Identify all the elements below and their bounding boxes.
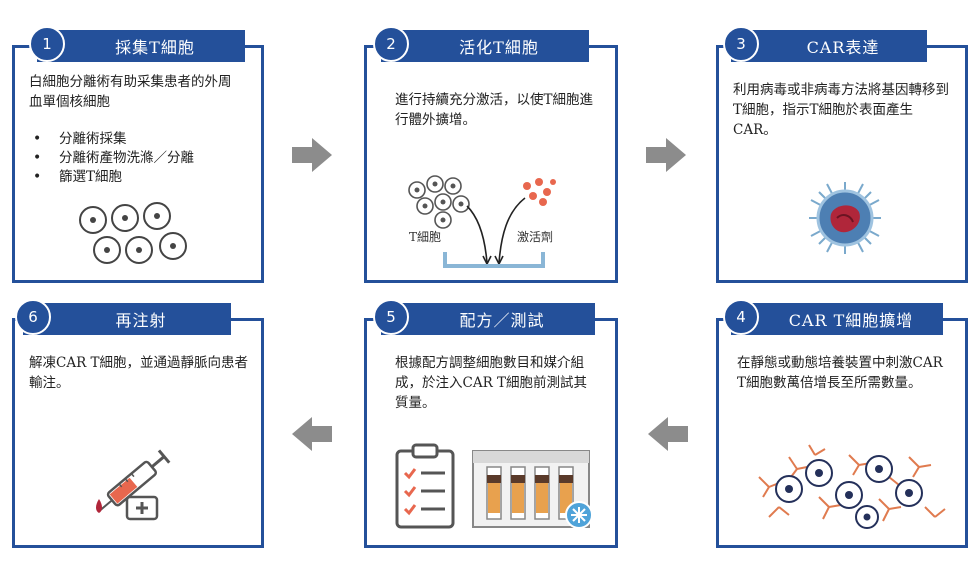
arrow-left-icon <box>292 417 332 451</box>
step-title-5: 配方／測試 <box>459 311 545 330</box>
step-number-5: 5 <box>373 299 409 335</box>
step-desc-5: 根據配方調整細胞數目和媒介組成，於注入CAR T細胞前測試其質量。 <box>395 355 588 411</box>
clipboard-checklist-icon <box>395 443 455 529</box>
syringe-infusion-icon <box>96 449 171 521</box>
step-number-6: 6 <box>15 299 51 335</box>
bullet-item: 篩選T細胞 <box>29 168 249 187</box>
activator-label: 激活劑 <box>517 230 554 244</box>
vial-rack-icon <box>472 450 593 529</box>
step-header-2: 2 活化T細胞 <box>373 26 589 62</box>
step-number-4: 4 <box>723 299 759 335</box>
step-desc-3: 利用病毒或非病毒方法將基因轉移到T細胞，指示T細胞於表面產生CAR。 <box>733 82 949 138</box>
activation-illustration <box>408 175 556 268</box>
step-header-1: 1 採集T細胞 <box>29 26 245 62</box>
arrow-right-icon <box>292 138 332 172</box>
step-header-4: 4 CAR T細胞擴增 <box>723 299 943 335</box>
step-card-3: 3 CAR表達 利用病毒或非病毒方法將基因轉移到T細胞，指示T細胞於表面產生CA… <box>716 26 968 283</box>
arrow-left-icon <box>648 417 688 451</box>
virus-vector-icon <box>809 182 881 254</box>
step-card-4: 4 CAR T細胞擴增 在靜態或動態培養裝置中刺激CAR T細胞數萬倍增長至所需… <box>716 299 968 548</box>
t-cell-label: T細胞 <box>409 230 442 244</box>
step-header-5: 5 配方／測試 <box>373 299 595 335</box>
step-card-6: 6 再注射 解凍CAR T細胞，並通過靜脈向患者輸注。 <box>12 299 264 548</box>
step-card-5: 5 配方／測試 根據配方調整細胞數目和媒介組成，於注入CAR T細胞前測試其質量… <box>364 299 618 548</box>
step-desc-1: 白細胞分離術有助采集患者的外周血單個核細胞 <box>29 74 232 110</box>
step-number-3: 3 <box>723 26 759 62</box>
arrow-right-icon <box>646 138 686 172</box>
step-desc-6: 解凍CAR T細胞，並通過靜脈向患者輸注。 <box>29 355 249 391</box>
step-title-2: 活化T細胞 <box>459 38 539 57</box>
car-t-expansion-illustration <box>758 444 946 529</box>
step-title-3: CAR表達 <box>806 38 880 57</box>
bullet-item: 分離術採集 <box>29 130 249 149</box>
step-header-3: 3 CAR表達 <box>723 26 927 62</box>
step-desc-4: 在靜態或動態培養裝置中刺激CAR T細胞數萬倍增長至所需數量。 <box>737 355 943 391</box>
step-header-6: 6 再注射 <box>15 299 231 335</box>
step-number-2: 2 <box>373 26 409 62</box>
t-cells-illustration <box>79 202 187 264</box>
step-title-4: CAR T細胞擴增 <box>788 311 914 330</box>
step-title-6: 再注射 <box>115 311 167 330</box>
step-number-1: 1 <box>29 26 65 62</box>
bullet-item: 分離術產物洗滌／分離 <box>29 149 249 168</box>
step-bullets-1: 分離術採集 分離術產物洗滌／分離 篩選T細胞 <box>29 130 249 187</box>
step-title-1: 採集T細胞 <box>115 38 195 57</box>
step-card-1: 1 採集T細胞 白細胞分離術有助采集患者的外周血單個核細胞 分離術採集 分離術產… <box>12 26 264 283</box>
step-card-2: 2 活化T細胞 進行持續充分激活，以使T細胞進行體外擴增。 T細胞 激活劑 <box>364 26 618 283</box>
step-desc-2: 進行持續充分激活，以使T細胞進行體外擴增。 <box>395 92 594 128</box>
